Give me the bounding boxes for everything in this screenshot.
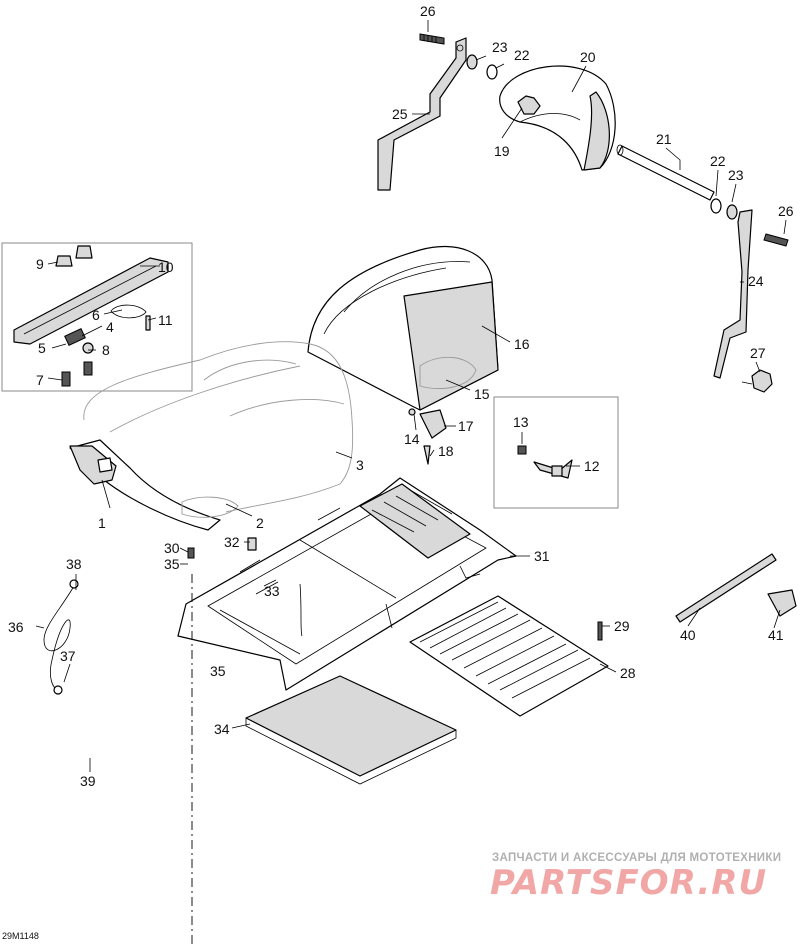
bolt-26-right [763, 233, 789, 247]
callout-34: 34 [214, 721, 230, 737]
screw-13 [517, 445, 527, 455]
callout-18: 18 [438, 443, 454, 459]
bolt-26-left [419, 33, 445, 45]
callout-3: 3 [356, 457, 364, 473]
callout-20: 20 [580, 49, 596, 65]
detail-box-seat-hardware [1, 242, 193, 392]
callout-5: 5 [38, 340, 46, 356]
washer-23-left [466, 54, 478, 70]
callout-16: 16 [514, 336, 530, 352]
callout-33: 33 [264, 583, 280, 599]
callout-26-right: 26 [778, 203, 794, 219]
callout-10: 10 [158, 259, 174, 275]
callout-39: 39 [80, 773, 96, 789]
backrest-rod [616, 144, 715, 201]
callout-40: 40 [680, 627, 696, 643]
callout-1: 1 [98, 515, 106, 531]
washer-22-left [486, 64, 498, 80]
callout-32: 32 [224, 534, 240, 550]
callout-4: 4 [106, 319, 114, 335]
callout-2: 2 [256, 515, 264, 531]
callout-12: 12 [584, 458, 600, 474]
floor-panel-28 [409, 595, 609, 717]
callout-21: 21 [656, 131, 672, 147]
callout-27: 27 [750, 345, 766, 361]
detail-box-hinge [493, 396, 619, 509]
callout-23-left: 23 [492, 39, 508, 55]
passenger-seat [307, 245, 499, 411]
callout-8: 8 [102, 342, 110, 358]
callout-11: 11 [158, 312, 173, 328]
main-seat [69, 341, 354, 531]
callout-7: 7 [36, 372, 44, 388]
backrest-bracket-right [713, 209, 753, 379]
callout-15: 15 [474, 386, 490, 402]
washer-23-right [726, 204, 738, 220]
leader-lines [35, 20, 787, 772]
callout-28: 28 [620, 665, 636, 681]
floor-panel-34 [245, 675, 457, 785]
callout-24: 24 [748, 273, 764, 289]
watermark-tagline: ЗАПЧАСТИ И АКСЕССУАРЫ ДЛЯ МОТОТЕХНИКИ [492, 852, 781, 864]
callout-31: 31 [534, 548, 550, 564]
callout-14: 14 [404, 431, 420, 447]
rail-40 [675, 553, 777, 623]
callout-37: 37 [60, 648, 76, 664]
callout-35-left: 35 [164, 556, 180, 572]
callout-41: 41 [768, 627, 784, 643]
callout-23-right: 23 [728, 167, 744, 183]
backrest-bracket-left [377, 37, 467, 191]
seat-end-cap-1 [69, 445, 117, 485]
callout-29: 29 [614, 618, 630, 634]
fastener-30-32 [187, 537, 257, 559]
washer-22-right [710, 198, 722, 214]
watermark-logo: PARTSFOR.RU [490, 863, 767, 903]
drawing-code: 29M1148 [2, 931, 39, 941]
hinge-14-17-18 [408, 408, 447, 465]
cap-41 [767, 589, 797, 617]
tether-cable [43, 579, 79, 695]
callout-22-left: 22 [514, 47, 530, 63]
callout-36: 36 [8, 619, 24, 635]
callout-22-right: 22 [710, 153, 726, 169]
callout-13: 13 [513, 414, 529, 430]
callout-25: 25 [392, 106, 408, 122]
callout-38: 38 [66, 556, 82, 572]
callout-6: 6 [92, 307, 100, 323]
callout-9: 9 [36, 256, 44, 272]
callout-30: 30 [164, 540, 180, 556]
backrest-pad [499, 65, 616, 171]
callout-35-right: 35 [210, 663, 226, 679]
seat-hinge-plate [13, 257, 169, 346]
callout-19: 19 [494, 143, 510, 159]
seat-frame [177, 477, 517, 691]
knob-27 [741, 369, 773, 393]
callout-labels: 1 2 3 4 5 6 7 8 9 10 11 12 13 14 15 16 1… [8, 3, 794, 789]
callout-26-left: 26 [420, 3, 436, 19]
hinge-plate-12 [533, 459, 573, 479]
callout-17: 17 [458, 418, 474, 434]
